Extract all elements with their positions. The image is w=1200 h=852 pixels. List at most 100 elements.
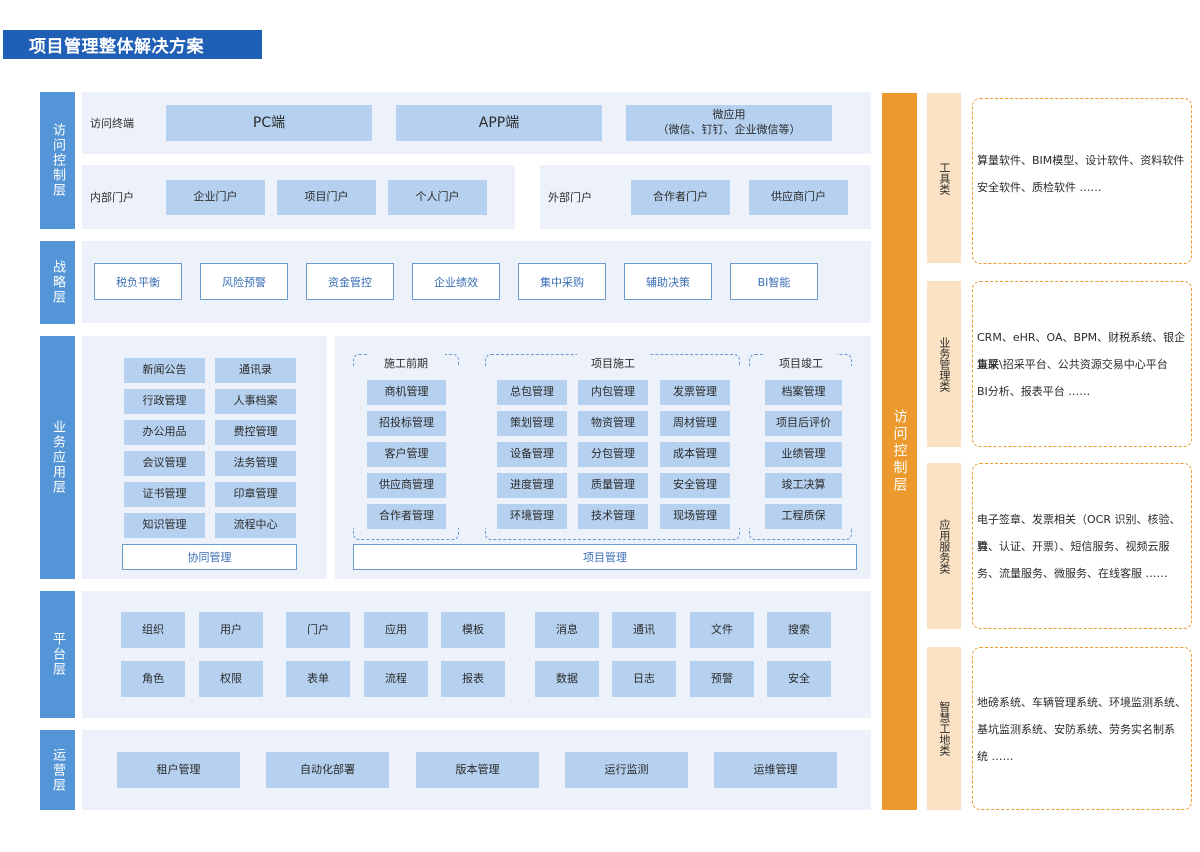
platform-item[interactable]: 表单 (286, 661, 350, 697)
project-management-label[interactable]: 项目管理 (353, 544, 857, 570)
platform-item[interactable]: 流程 (364, 661, 428, 697)
ops-item[interactable]: 版本管理 (416, 752, 539, 788)
category-services-line: 电子签章、发票相关（OCR 识别、核验、验 (977, 513, 1181, 553)
platform-item[interactable]: 通讯 (612, 612, 676, 648)
ops-item[interactable]: 运行监测 (565, 752, 688, 788)
collab-item[interactable]: 新闻公告 (124, 358, 205, 383)
collab-item[interactable]: 通讯录 (215, 358, 296, 383)
layer-label-ops: 运营层 (40, 730, 75, 810)
collab-item[interactable]: 法务管理 (215, 451, 296, 476)
category-smartsite-text: 智慧工地类 (937, 701, 951, 756)
build-phase-item[interactable]: 现场管理 (660, 504, 730, 529)
category-smartsite-line: 基坑监测系统、安防系统、劳务实名制系 (977, 723, 1175, 736)
platform-item[interactable]: 预警 (690, 661, 754, 697)
build-phase-item[interactable]: 安全管理 (660, 473, 730, 498)
strategy-bi[interactable]: BI智能 (730, 263, 818, 300)
category-services-line: 真、认证、开票）、短信服务、视频云服 (977, 540, 1170, 553)
strategy-performance[interactable]: 企业绩效 (412, 263, 500, 300)
build-phase-item[interactable]: 分包管理 (578, 442, 648, 467)
portal-supplier[interactable]: 供应商门户 (749, 180, 848, 215)
portal-personal[interactable]: 个人门户 (388, 180, 487, 215)
platform-item[interactable]: 数据 (535, 661, 599, 697)
portal-partner[interactable]: 合作者门户 (631, 180, 730, 215)
category-box-tools: 算量软件、BIM模型、设计软件、资料软件 安全软件、质检软件 …… (972, 98, 1192, 264)
pre-phase-item[interactable]: 招投标管理 (367, 411, 446, 436)
build-phase-item[interactable]: 技术管理 (578, 504, 648, 529)
platform-item[interactable]: 组织 (121, 612, 185, 648)
portal-project[interactable]: 项目门户 (277, 180, 376, 215)
pre-phase-item[interactable]: 商机管理 (367, 380, 446, 405)
app-terminal[interactable]: APP端 (396, 105, 602, 141)
build-phase-item[interactable]: 进度管理 (497, 473, 567, 498)
wechat-terminal[interactable]: 微应用 （微信、钉钉、企业微信等） (626, 105, 832, 141)
platform-item[interactable]: 模板 (441, 612, 505, 648)
pc-terminal[interactable]: PC端 (166, 105, 372, 141)
build-phase-item[interactable]: 总包管理 (497, 380, 567, 405)
pre-phase-item[interactable]: 合作者管理 (367, 504, 446, 529)
category-box-business: CRM、eHR、OA、BPM、财税系统、银企直联 集采\招采平台、公共资源交易中… (972, 281, 1192, 447)
platform-item[interactable]: 用户 (199, 612, 263, 648)
done-phase-item[interactable]: 项目后评价 (765, 411, 842, 436)
done-phase-item[interactable]: 竣工决算 (765, 473, 842, 498)
collab-item[interactable]: 行政管理 (124, 389, 205, 414)
build-phase-item[interactable]: 发票管理 (660, 380, 730, 405)
collab-management-label[interactable]: 协同管理 (122, 544, 297, 570)
access-terminal-label: 访问终端 (90, 117, 134, 130)
build-phase-item[interactable]: 策划管理 (497, 411, 567, 436)
platform-panel (82, 591, 871, 718)
collab-item[interactable]: 知识管理 (124, 513, 205, 538)
platform-item[interactable]: 报表 (441, 661, 505, 697)
layer-label-business: 业务应用层 (40, 336, 75, 579)
platform-item[interactable]: 搜索 (767, 612, 831, 648)
platform-item[interactable]: 消息 (535, 612, 599, 648)
done-phase-item[interactable]: 业绩管理 (765, 442, 842, 467)
strategy-tax[interactable]: 税负平衡 (94, 263, 182, 300)
done-phase-item[interactable]: 工程质保 (765, 504, 842, 529)
build-phase-item[interactable]: 周材管理 (660, 411, 730, 436)
build-phase-item[interactable]: 成本管理 (660, 442, 730, 467)
strategy-fund[interactable]: 资金管控 (306, 263, 394, 300)
collab-item[interactable]: 会议管理 (124, 451, 205, 476)
platform-item[interactable]: 日志 (612, 661, 676, 697)
collab-item[interactable]: 印章管理 (215, 482, 296, 507)
layer-label-platform: 平台层 (40, 591, 75, 718)
platform-item[interactable]: 应用 (364, 612, 428, 648)
category-tools-line: 算量软件、BIM模型、设计软件、资料软件 (977, 154, 1185, 167)
build-phase-item[interactable]: 物资管理 (578, 411, 648, 436)
done-phase-item[interactable]: 档案管理 (765, 380, 842, 405)
pre-phase-item[interactable]: 供应商管理 (367, 473, 446, 498)
build-phase-item[interactable]: 环境管理 (497, 504, 567, 529)
collab-item[interactable]: 流程中心 (215, 513, 296, 538)
strategy-risk[interactable]: 风险预警 (200, 263, 288, 300)
pre-phase-title: 施工前期 (367, 354, 445, 372)
platform-item[interactable]: 安全 (767, 661, 831, 697)
ops-item[interactable]: 自动化部署 (266, 752, 389, 788)
collab-item[interactable]: 费控管理 (215, 420, 296, 445)
ops-item[interactable]: 运维管理 (714, 752, 837, 788)
ops-item[interactable]: 租户管理 (117, 752, 240, 788)
category-services-line: 务、流量服务、微服务、在线客服 …… (977, 567, 1168, 580)
platform-item[interactable]: 角色 (121, 661, 185, 697)
platform-item[interactable]: 文件 (690, 612, 754, 648)
build-phase-item[interactable]: 内包管理 (578, 380, 648, 405)
category-label-tools: 工具类 (927, 93, 961, 263)
category-smartsite-line: 地磅系统、车辆管理系统、环境监测系统、 (977, 696, 1186, 709)
category-services-text: 应用服务类 (937, 518, 951, 574)
portal-enterprise[interactable]: 企业门户 (166, 180, 265, 215)
platform-item[interactable]: 权限 (199, 661, 263, 697)
collab-item[interactable]: 办公用品 (124, 420, 205, 445)
build-phase-item[interactable]: 质量管理 (578, 473, 648, 498)
strategy-decision[interactable]: 辅助决策 (624, 263, 712, 300)
pre-phase-item[interactable]: 客户管理 (367, 442, 446, 467)
category-business-line: BI分析、报表平台 …… (977, 385, 1091, 398)
done-phase-bracket-bottom (749, 528, 852, 540)
collab-item[interactable]: 证书管理 (124, 482, 205, 507)
category-label-business: 业务管理类 (927, 281, 961, 447)
collab-item[interactable]: 人事档案 (215, 389, 296, 414)
layer-label-strategy: 战略层 (40, 241, 75, 324)
platform-item[interactable]: 门户 (286, 612, 350, 648)
category-business-text: 业务管理类 (937, 336, 951, 392)
category-box-services: 电子签章、发票相关（OCR 识别、核验、验 真、认证、开票）、短信服务、视频云服… (972, 463, 1192, 629)
strategy-procurement[interactable]: 集中采购 (518, 263, 606, 300)
build-phase-item[interactable]: 设备管理 (497, 442, 567, 467)
